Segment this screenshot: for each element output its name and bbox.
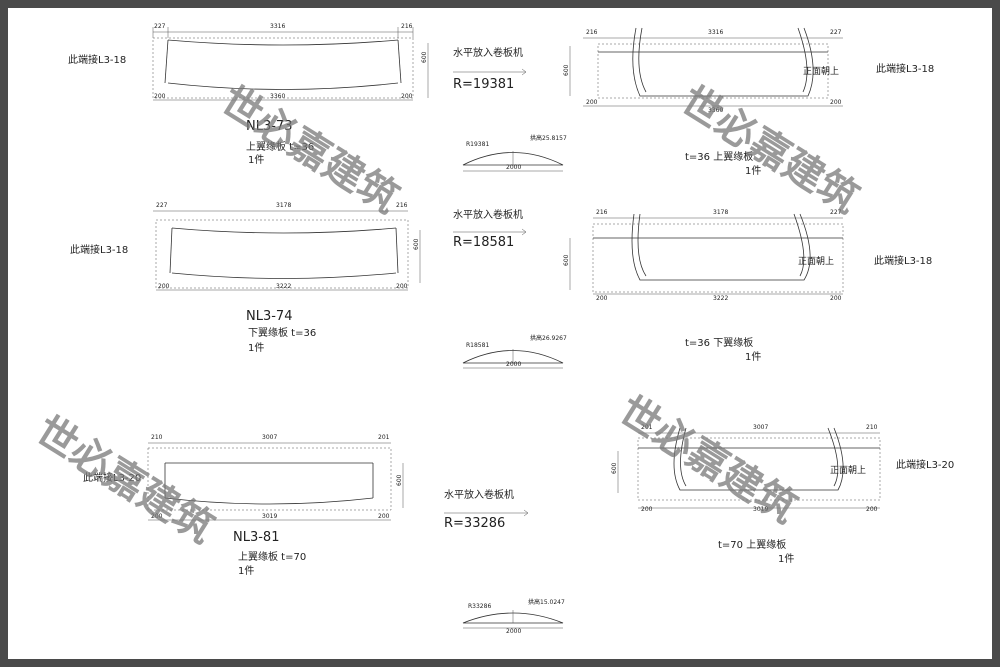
arch-height: 拱高26.9267	[530, 334, 567, 342]
chord-length: 2000	[506, 361, 521, 368]
dim-bottom-right: 200	[396, 283, 408, 290]
part-quantity: 1件	[778, 553, 794, 565]
bend-radius: R=19381	[453, 77, 514, 92]
dim-top-middle: 3316	[270, 23, 285, 30]
dim-top-right: 227	[830, 209, 842, 216]
rolling-process-2: 水平放入卷板机 R=18581 R18581 拱高26.9267 2000	[453, 208, 567, 369]
dim-top-middle: 3178	[713, 209, 728, 216]
dim-bottom-left: 200	[154, 93, 166, 100]
dim-height: 600	[611, 462, 618, 474]
drawing-canvas: 227 3316 216 200 3360 200 600 此端接L3-18 N…	[28, 23, 955, 635]
dim-bottom-right: 200	[830, 99, 842, 106]
dim-top-right: 216	[396, 202, 408, 209]
connect-note: 此端接L3-18	[70, 243, 128, 256]
part-quantity: 1件	[745, 165, 761, 177]
watermark-1: 世必嘉建筑	[213, 77, 407, 222]
dim-bottom-middle: 3019	[753, 506, 768, 513]
connect-note: 此端接L3-18	[68, 53, 126, 66]
part-number: NL3-74	[246, 309, 292, 324]
face-up-note: 正面朝上	[803, 66, 839, 77]
part-quantity: 1件	[248, 342, 264, 354]
connect-note: 此端接L3-20	[896, 458, 954, 471]
plate-nl3-73: 227 3316 216 200 3360 200 600 此端接L3-18 N…	[68, 23, 429, 166]
dim-bottom-right: 200	[830, 295, 842, 302]
dim-top-left: 216	[586, 29, 598, 36]
bend-radius: R=18581	[453, 235, 514, 250]
part-description: t=70 上翼缘板	[718, 538, 786, 551]
dim-bottom-left: 200	[158, 283, 170, 290]
part-number: NL3-81	[233, 530, 279, 545]
dim-height: 600	[563, 254, 570, 266]
watermark-text: 世必嘉建筑	[611, 387, 805, 532]
radius-label: R19381	[466, 141, 489, 148]
arch-height: 拱高25.8157	[530, 134, 567, 142]
process-note: 水平放入卷板机	[453, 208, 523, 221]
dim-bottom-right: 200	[866, 506, 878, 513]
plate-nl3-81: 210 3007 201 200 3019 200 600 此端接L3-20 N…	[83, 434, 404, 577]
dim-top-right: 201	[378, 434, 390, 441]
part-quantity: 1件	[238, 565, 254, 577]
dim-bottom-middle: 3222	[713, 295, 728, 302]
dim-top-left: 227	[154, 23, 166, 30]
dim-top-left: 210	[151, 434, 163, 441]
radius-label: R18581	[466, 342, 489, 349]
radius-label: R33286	[468, 603, 491, 610]
dim-top-right: 216	[401, 23, 413, 30]
dim-top-middle: 3316	[708, 29, 723, 36]
dim-top-right: 210	[866, 424, 878, 431]
part-quantity: 1件	[745, 351, 761, 363]
rolling-process-1: 水平放入卷板机 R=19381 R19381 拱高25.8157 2000	[453, 46, 567, 172]
dim-height: 600	[421, 51, 428, 63]
dim-top-left: 201	[641, 424, 653, 431]
plate-nl3-74: 227 3178 216 200 3222 200 600 此端接L3-18 N…	[70, 202, 421, 354]
dim-bottom-middle: 3019	[262, 513, 277, 520]
watermark-text: 世必嘉建筑	[28, 407, 222, 552]
dim-bottom-right: 200	[401, 93, 413, 100]
plate-rolled-2: 216 3178 227 200 3222 200 600 正面朝上 此端接L3…	[563, 209, 932, 363]
dim-height: 600	[563, 64, 570, 76]
dim-top-right: 227	[830, 29, 842, 36]
face-up-note: 正面朝上	[798, 256, 834, 267]
watermark-3: 世必嘉建筑	[28, 407, 222, 552]
rolling-process-3: 水平放入卷板机 R=33286 R33286 拱高15.0247 2000	[444, 488, 565, 635]
part-description: 上翼缘板 t=36	[246, 140, 314, 153]
plate-rolled-3: 201 3007 210 200 3019 200 600 正面朝上 此端接L3…	[611, 424, 954, 565]
part-description: t=36 下翼缘板	[685, 336, 753, 349]
dim-bottom-middle: 3360	[708, 107, 723, 114]
dim-bottom-middle: 3360	[270, 93, 285, 100]
watermark-text: 世必嘉建筑	[213, 77, 407, 222]
connect-note: 此端接L3-18	[876, 62, 934, 75]
process-note: 水平放入卷板机	[453, 46, 523, 59]
chord-length: 2000	[506, 628, 521, 635]
dim-top-middle: 3007	[753, 424, 768, 431]
part-description: 下翼缘板 t=36	[248, 326, 316, 339]
dim-bottom-left: 200	[151, 513, 163, 520]
dim-height: 600	[396, 474, 403, 486]
dim-bottom-right: 200	[378, 513, 390, 520]
part-description: 上翼缘板 t=70	[238, 550, 306, 563]
chord-length: 2000	[506, 164, 521, 171]
dim-top-middle: 3007	[262, 434, 277, 441]
dim-bottom-left: 200	[596, 295, 608, 302]
dim-top-middle: 3178	[276, 202, 291, 209]
dim-height: 600	[413, 238, 420, 250]
connect-note: 此端接L3-20	[83, 471, 141, 484]
part-description: t=36 上翼缘板	[685, 150, 753, 163]
part-quantity: 1件	[248, 154, 264, 166]
dim-bottom-left: 200	[586, 99, 598, 106]
connect-note: 此端接L3-18	[874, 254, 932, 267]
dim-top-left: 227	[156, 202, 168, 209]
face-up-note: 正面朝上	[830, 465, 866, 476]
dim-bottom-left: 200	[641, 506, 653, 513]
bend-radius: R=33286	[444, 516, 505, 531]
arch-height: 拱高15.0247	[528, 598, 565, 606]
part-number: NL3-73	[246, 119, 292, 134]
process-note: 水平放入卷板机	[444, 488, 514, 501]
watermark-4: 世必嘉建筑	[611, 387, 805, 532]
plate-rolled-1: 216 3316 227 200 3360 200 600 正面朝上 此端接L3…	[563, 27, 934, 177]
drawing-sheet: 227 3316 216 200 3360 200 600 此端接L3-18 N…	[8, 8, 992, 659]
dim-bottom-middle: 3222	[276, 283, 291, 290]
dim-top-left: 216	[596, 209, 608, 216]
